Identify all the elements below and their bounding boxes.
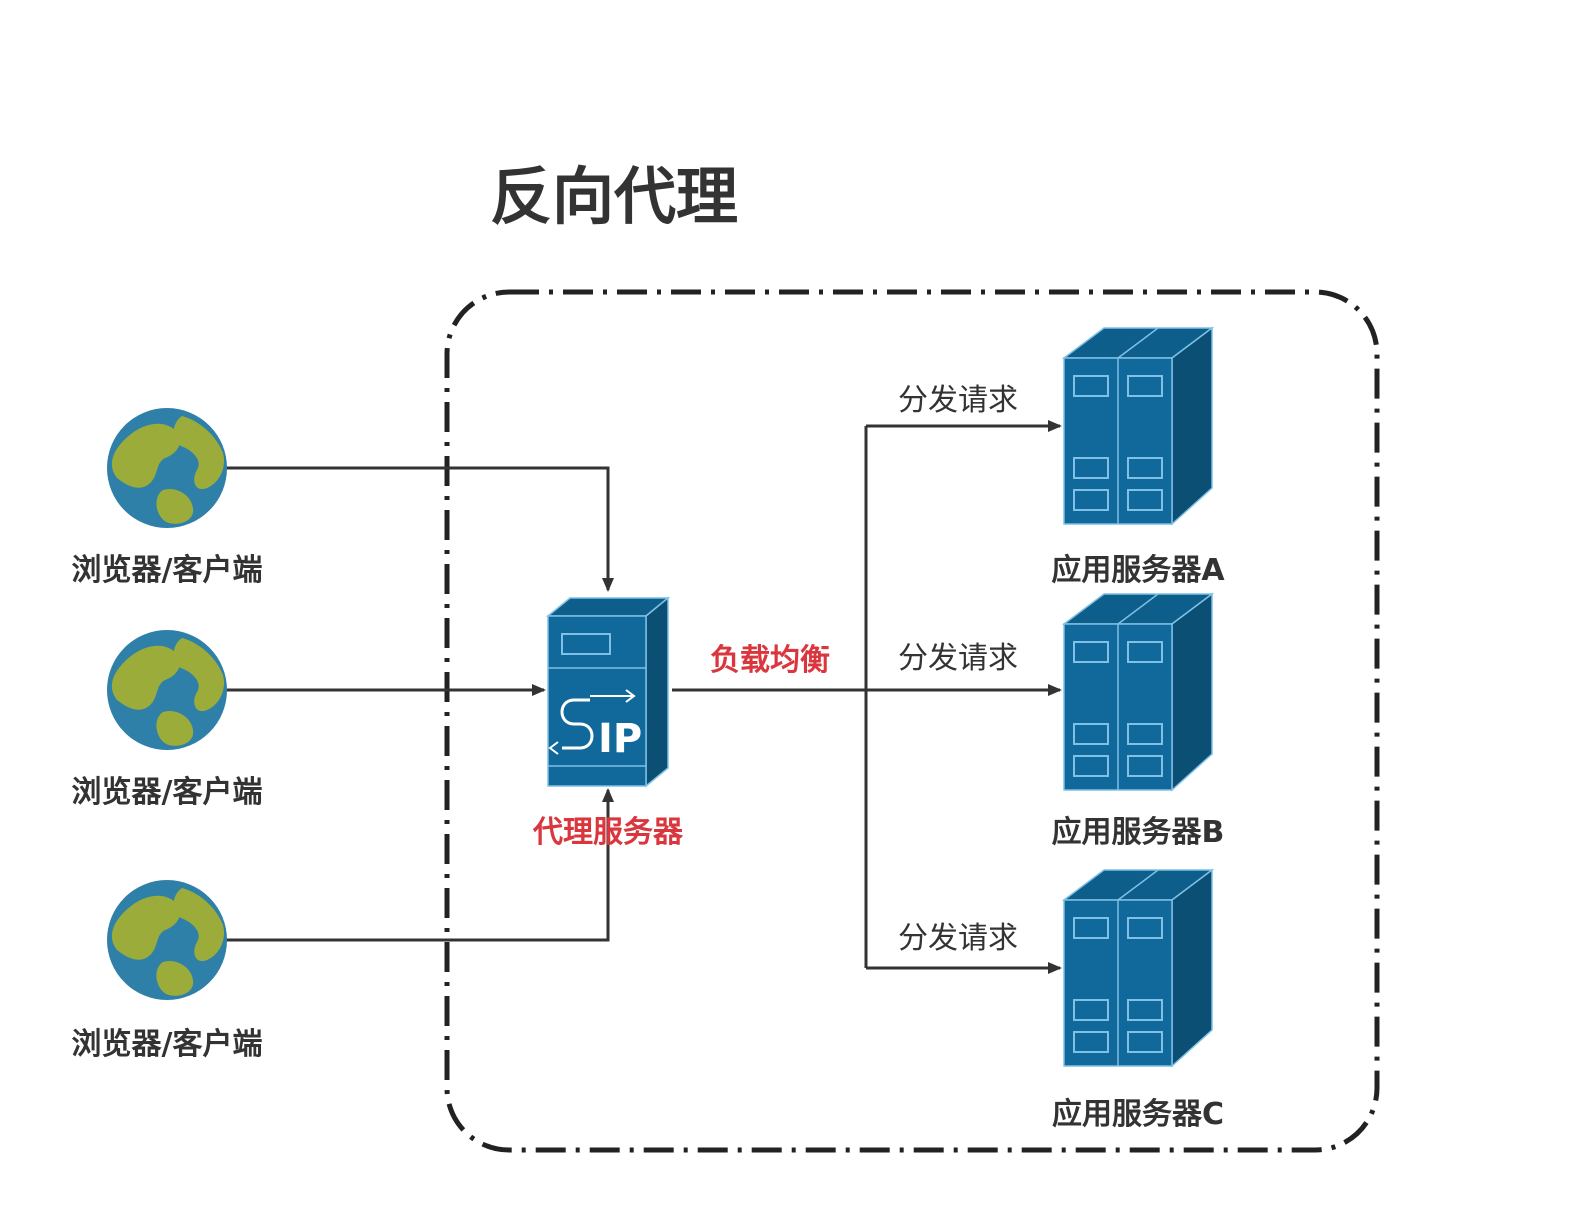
client-label-2: 浏览器/客户端	[72, 775, 263, 810]
client-1-connector	[222, 466, 614, 592]
server-label-b: 应用服务器B	[1052, 815, 1225, 850]
proxy-boundary	[444, 289, 1380, 1153]
distribute-label-a: 分发请求	[898, 383, 1018, 418]
globe-icon	[107, 880, 227, 1000]
client-3-connector	[222, 788, 614, 942]
distribute-label-b: 分发请求	[898, 641, 1018, 676]
globe-icon	[107, 408, 227, 528]
load-balance-label: 负载均衡	[710, 643, 830, 678]
distribute-label-c: 分发请求	[898, 921, 1018, 956]
client-label-3: 浏览器/客户端	[72, 1027, 263, 1062]
proxy-server-icon: IP	[545, 596, 671, 788]
diagram-title: 反向代理	[490, 160, 738, 233]
server-icon	[1061, 592, 1215, 792]
client-label-1: 浏览器/客户端	[72, 553, 263, 588]
server-label-c: 应用服务器C	[1052, 1097, 1224, 1132]
proxy-ip-text: IP	[598, 716, 642, 762]
server-icon	[1061, 868, 1215, 1068]
globe-icon	[107, 630, 227, 750]
proxy-label: 代理服务器	[532, 815, 684, 850]
server-label-a: 应用服务器A	[1051, 553, 1225, 588]
server-icon	[1061, 326, 1215, 526]
